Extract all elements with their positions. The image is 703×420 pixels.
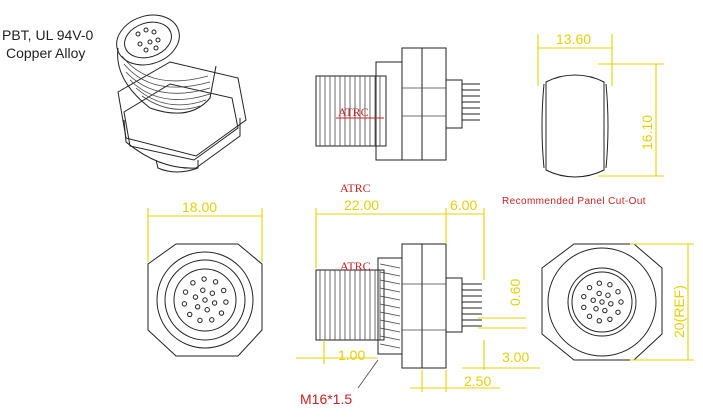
top-barrel [315,75,387,147]
top-nut-a [401,47,423,161]
nut-gap-label: 2.50 [464,373,491,389]
bottom-side-view: ATRC 22.00 6.00 1.00 M16*1.5 0.60 3.00 2… [296,197,540,407]
rear-outer-ring [547,247,657,357]
top-side-view: ATRC [315,47,480,161]
iso-flange [123,118,241,169]
rear-view: 20(REF) [541,243,694,361]
iso-barrel [117,47,217,114]
watermark-bottom: ATRC [340,259,371,273]
isometric-view [116,14,247,173]
iso-thread-lines [121,55,211,110]
top-nut-b [421,47,447,161]
bottom-rear-body [445,277,463,333]
watermark-middle: ATRC [340,181,371,195]
pin-length-label: 3.00 [502,349,529,365]
iso-mating-face-inner [124,21,172,59]
iso-mating-face [116,14,180,66]
top-rear-pins [462,83,480,121]
rear-insert [571,271,633,333]
cutout-height-label: 16.10 [639,115,655,150]
cutout-width-label: 13.60 [556,31,591,47]
bottom-rear-pins [462,283,482,327]
watermark-top: ATRC [338,105,369,119]
top-rear-body [445,79,463,129]
rear-hex [541,243,663,361]
front-outer-ring [156,251,254,349]
bottom-thread-lines [319,270,381,340]
front-width-label: 18.00 [182,199,217,215]
iso-hex-nut-face [123,83,239,161]
iso-rear [155,159,199,173]
top-thread-lines [319,76,381,146]
pin-gap-label: 0.60 [507,279,523,306]
material-contact-label: Copper Alloy [6,45,85,61]
front-step-label: 1.00 [338,347,365,363]
front-insert [173,268,237,332]
cutout-caption: Recommended Panel Cut-Out [502,196,646,207]
rear-pins [581,280,624,324]
bottom-nut-a [401,243,423,369]
cutout-shape [545,74,605,178]
overall-length-label: 22.00 [344,197,379,213]
front-view: 18.00 [147,199,263,357]
bottom-nut-b [421,243,447,369]
material-housing-label: PBT, UL 94V-0 [2,27,94,43]
rear-height-label: 20(REF) [671,285,687,338]
panel-cutout: 13.60 16.10 Recommended Panel Cut-Out [502,31,664,207]
rear-length-label: 6.00 [450,197,477,213]
front-pins [181,276,229,324]
front-hex [147,243,263,357]
iso-pins [135,27,161,53]
thread-callout-label: M16*1.5 [300,391,352,407]
